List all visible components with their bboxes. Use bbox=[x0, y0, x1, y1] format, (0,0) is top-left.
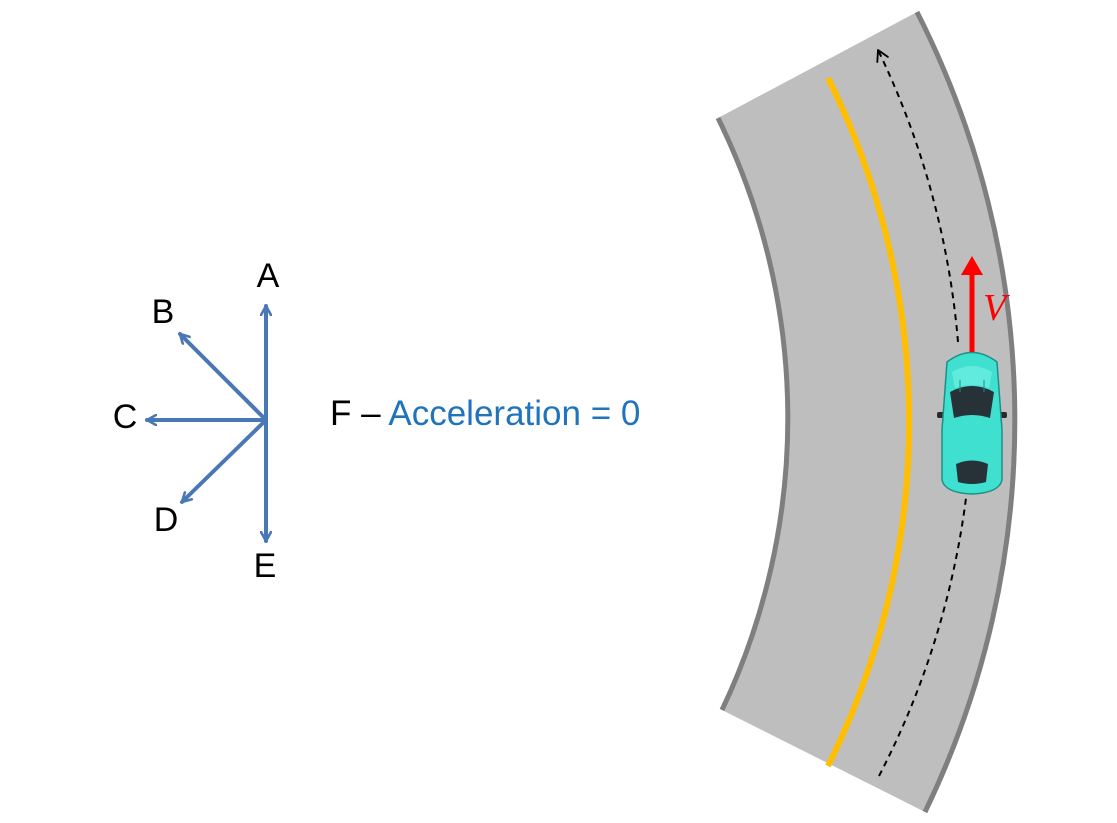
velocity-label: V bbox=[983, 287, 1010, 329]
option-f: F – Acceleration = 0 bbox=[330, 394, 640, 433]
curved-road bbox=[715, 10, 1018, 814]
road-surface bbox=[718, 12, 1015, 812]
option-f-letter: F bbox=[330, 394, 351, 433]
road-outer-edge bbox=[914, 10, 1018, 814]
dashed-trajectory-arrow-icon bbox=[876, 49, 959, 343]
label-a: A bbox=[257, 257, 280, 295]
option-f-dash: – bbox=[351, 394, 388, 433]
car-topview-icon bbox=[937, 351, 1007, 495]
arrow-b bbox=[178, 332, 268, 422]
trajectory-dashed-arrow bbox=[878, 497, 967, 777]
arrow-d bbox=[180, 418, 268, 504]
label-e: E bbox=[254, 547, 277, 585]
label-d: D bbox=[154, 501, 179, 539]
label-b: B bbox=[152, 293, 175, 331]
velocity-vector bbox=[961, 256, 983, 352]
road-center-line bbox=[825, 76, 913, 768]
road-inner-edge bbox=[715, 116, 791, 712]
label-c: C bbox=[113, 398, 138, 436]
velocity-arrow-head bbox=[961, 256, 983, 275]
direction-arrows bbox=[145, 304, 268, 543]
option-f-text: Acceleration = 0 bbox=[388, 394, 640, 433]
